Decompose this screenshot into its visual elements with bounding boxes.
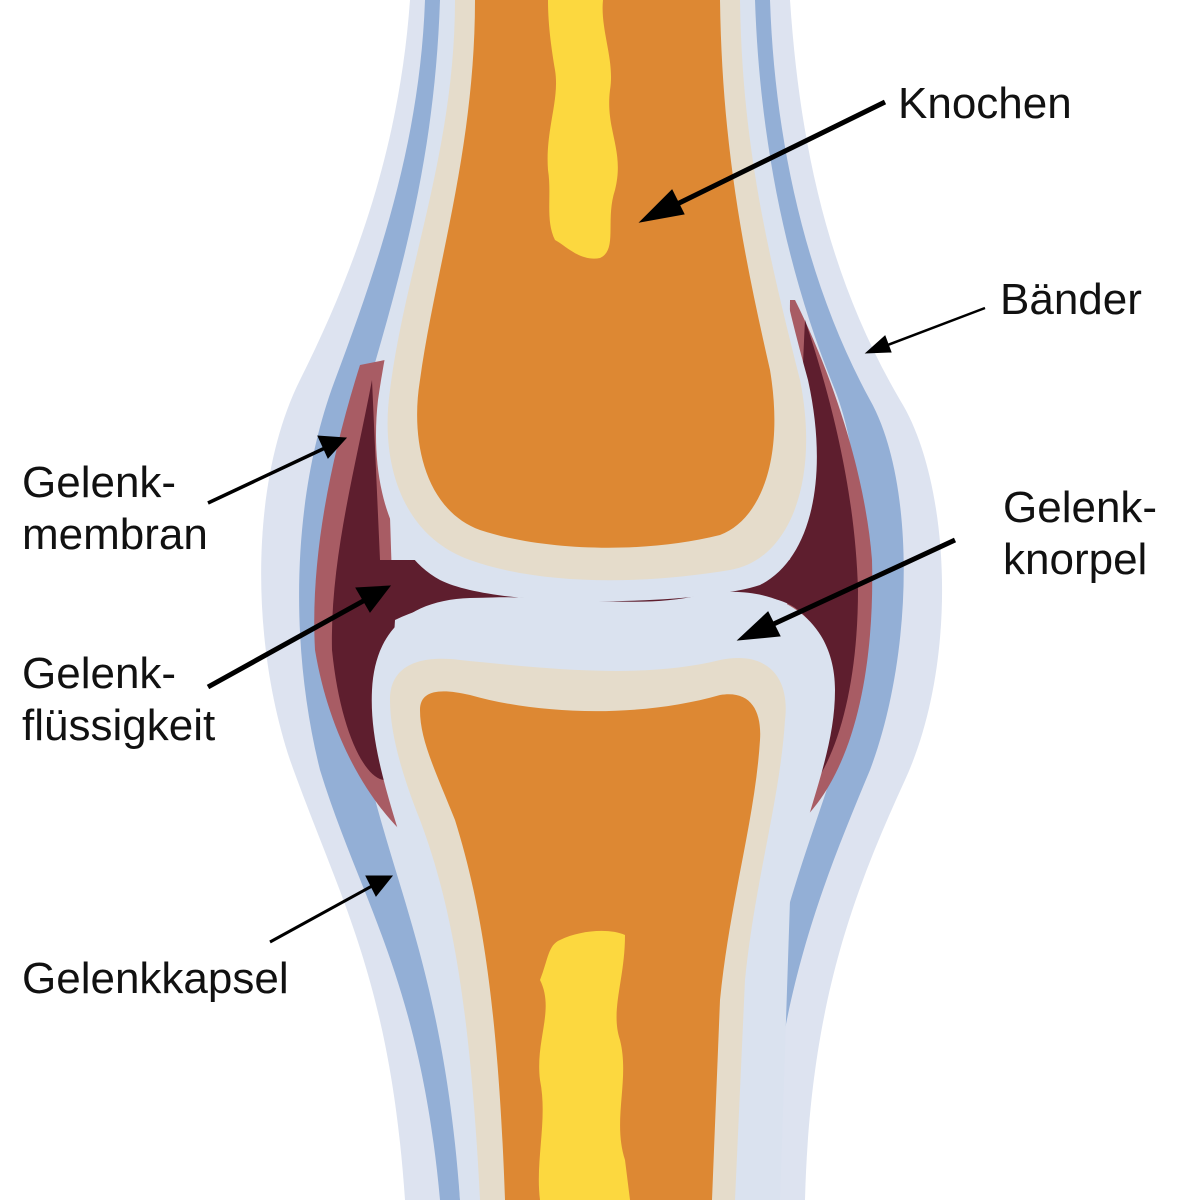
label-gelenkmembran: Gelenk- membran [22, 457, 208, 561]
label-gelenkknorpel: Gelenk- knorpel [1003, 482, 1157, 586]
label-gelenkknorpel-line1: Gelenk- [1003, 483, 1158, 532]
arrow-head-gelenkmembran [317, 435, 348, 459]
arrow-gelenkkapsel [269, 884, 373, 944]
label-baender: Bänder [1000, 275, 1142, 324]
arrow-gelenkmembran [207, 446, 326, 505]
upper-bone [417, 0, 775, 548]
pointer-arrows [206, 99, 986, 944]
label-gelenkknorpel-line2: knorpel [1003, 535, 1148, 584]
label-gelenkfluessigkeit: Gelenk- flüssigkeit [22, 648, 215, 752]
upper-marrow [547, 0, 618, 259]
label-gelenkfluessigkeit-line1: Gelenk- [22, 649, 177, 698]
arrow-head-gelenkfluessigkeit [355, 585, 392, 613]
arrow-head-gelenkknorpel [736, 611, 781, 641]
lower-marrow [538, 930, 630, 1200]
label-gelenkkapsel: Gelenkkapsel [22, 954, 289, 1003]
label-knochen: Knochen [898, 79, 1072, 128]
arrow-baender [884, 306, 986, 348]
label-gelenkmembran-line2: membran [22, 510, 208, 559]
arrow-head-gelenkkapsel [365, 875, 394, 897]
arrow-gelenkfluessigkeit [206, 597, 367, 690]
arrow-knochen [663, 99, 887, 213]
label-gelenkmembran-line1: Gelenk- [22, 458, 177, 507]
arrow-gelenkknorpel [763, 537, 957, 631]
arrow-head-baender [864, 335, 892, 354]
label-gelenkfluessigkeit-line2: flüssigkeit [22, 701, 216, 750]
arrow-head-knochen [638, 189, 685, 223]
